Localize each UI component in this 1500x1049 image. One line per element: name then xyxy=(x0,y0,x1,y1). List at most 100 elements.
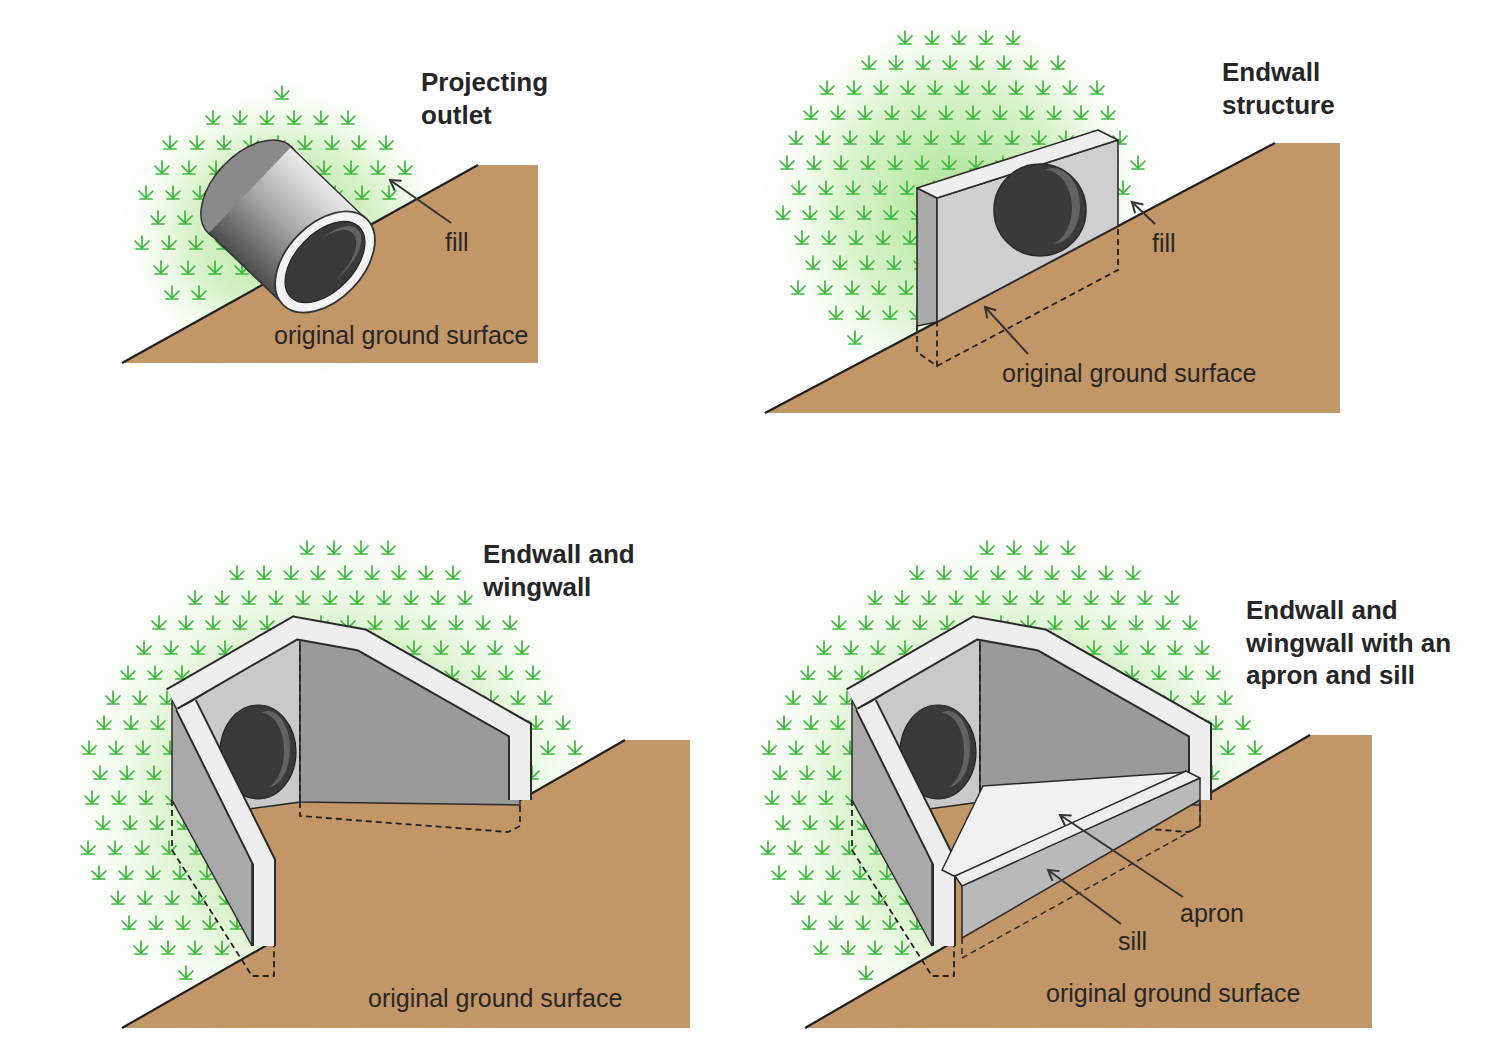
grass-tuft xyxy=(365,566,379,579)
grass-tuft xyxy=(952,31,966,44)
grass-tuft xyxy=(868,941,882,954)
grass-tuft xyxy=(791,891,805,904)
grass-tuft xyxy=(1036,81,1050,94)
grass-tuft xyxy=(860,256,874,269)
grass-tuft xyxy=(217,136,231,149)
grass-tuft xyxy=(323,591,337,604)
grass-tuft xyxy=(982,81,996,94)
grass-tuft xyxy=(260,111,274,124)
grass-tuft xyxy=(138,891,152,904)
grass-tuft xyxy=(541,741,555,754)
grass-tuft xyxy=(1048,616,1062,629)
grass-tuft xyxy=(97,716,111,729)
grass-tuft xyxy=(859,616,873,629)
grass-tuft xyxy=(1032,131,1046,144)
grass-tuft xyxy=(799,866,813,879)
grass-tuft xyxy=(355,186,369,199)
grass-tuft xyxy=(833,256,847,269)
grass-tuft xyxy=(955,81,969,94)
grass-tuft xyxy=(1168,641,1182,654)
grass-tuft xyxy=(1236,716,1250,729)
grass-tuft xyxy=(179,966,193,979)
grass-tuft xyxy=(802,916,816,929)
grass-tuft xyxy=(924,131,938,144)
endwall-wingwall xyxy=(852,628,1200,976)
grass-tuft xyxy=(311,566,325,579)
grass-tuft xyxy=(137,641,151,654)
grass-tuft xyxy=(817,641,831,654)
grass-tuft xyxy=(434,641,448,654)
grass-tuft xyxy=(792,791,806,804)
grass-tuft xyxy=(242,591,256,604)
grass-tuft xyxy=(803,816,817,829)
grass-tuft xyxy=(121,666,135,679)
grass-tuft xyxy=(845,281,859,294)
grass-tuft xyxy=(139,791,153,804)
grass-tuft xyxy=(154,261,168,274)
grass-tuft xyxy=(1101,106,1115,119)
grass-tuft xyxy=(772,866,786,879)
grass-tuft xyxy=(1075,616,1089,629)
grass-tuft xyxy=(832,616,846,629)
grass-tuft xyxy=(371,161,385,174)
grass-tuft xyxy=(395,616,409,629)
grass-tuft xyxy=(538,691,552,704)
grass-tuft xyxy=(827,766,841,779)
ground-label: original ground surface xyxy=(274,321,528,350)
grass-tuft xyxy=(859,966,873,979)
grass-tuft xyxy=(804,106,818,119)
grass-tuft xyxy=(979,31,993,44)
grass-tuft xyxy=(912,106,926,119)
grass-tuft xyxy=(910,566,924,579)
grass-tuft xyxy=(978,131,992,144)
endwall-wingwall xyxy=(172,628,520,976)
grass-tuft xyxy=(776,816,790,829)
grass-tuft xyxy=(886,616,900,629)
grass-tuft xyxy=(997,56,1011,69)
grass-tuft xyxy=(916,56,930,69)
grass-tuft xyxy=(872,281,886,294)
grass-tuft xyxy=(449,616,463,629)
grass-tuft xyxy=(1020,106,1034,119)
grass-tuft xyxy=(780,156,794,169)
grass-tuft xyxy=(368,616,382,629)
ground xyxy=(122,143,1372,1028)
grass-tuft xyxy=(819,791,833,804)
grass-tuft xyxy=(179,616,193,629)
grass-tuft xyxy=(848,331,862,344)
grass-tuft xyxy=(164,641,178,654)
grass-tuft xyxy=(1206,666,1220,679)
grass-tuft xyxy=(111,891,125,904)
grass-tuft xyxy=(856,916,870,929)
grass-tuft xyxy=(476,616,490,629)
grass-tuft xyxy=(151,211,165,224)
grass-tuft xyxy=(392,566,406,579)
grass-tuft xyxy=(1034,541,1048,554)
grass-tuft xyxy=(230,566,244,579)
grass-tuft xyxy=(325,136,339,149)
grass-tuft xyxy=(856,306,870,319)
grass-tuft xyxy=(829,916,843,929)
grass-tuft xyxy=(178,211,192,224)
grass-tuft xyxy=(1131,156,1145,169)
grass-tuft xyxy=(1024,56,1038,69)
grass-tuft xyxy=(913,616,927,629)
grass-tuft xyxy=(1030,591,1044,604)
grass-tuft xyxy=(190,136,204,149)
grass-tuft xyxy=(147,766,161,779)
grass-tuft xyxy=(939,106,953,119)
grass-tuft xyxy=(296,591,310,604)
panel-title: Endwall structure xyxy=(1222,56,1382,121)
grass-tuft xyxy=(773,766,787,779)
grass-tuft xyxy=(287,111,301,124)
apron-and-sill xyxy=(942,771,1200,958)
grass-tuft xyxy=(188,941,202,954)
grass-tuft xyxy=(966,106,980,119)
grass-tuft xyxy=(915,156,929,169)
grass-tuft xyxy=(93,766,107,779)
grass-tuft xyxy=(150,816,164,829)
grass-tuft xyxy=(870,131,884,144)
part-label: sill xyxy=(1118,927,1147,956)
grass-tuft xyxy=(831,106,845,119)
